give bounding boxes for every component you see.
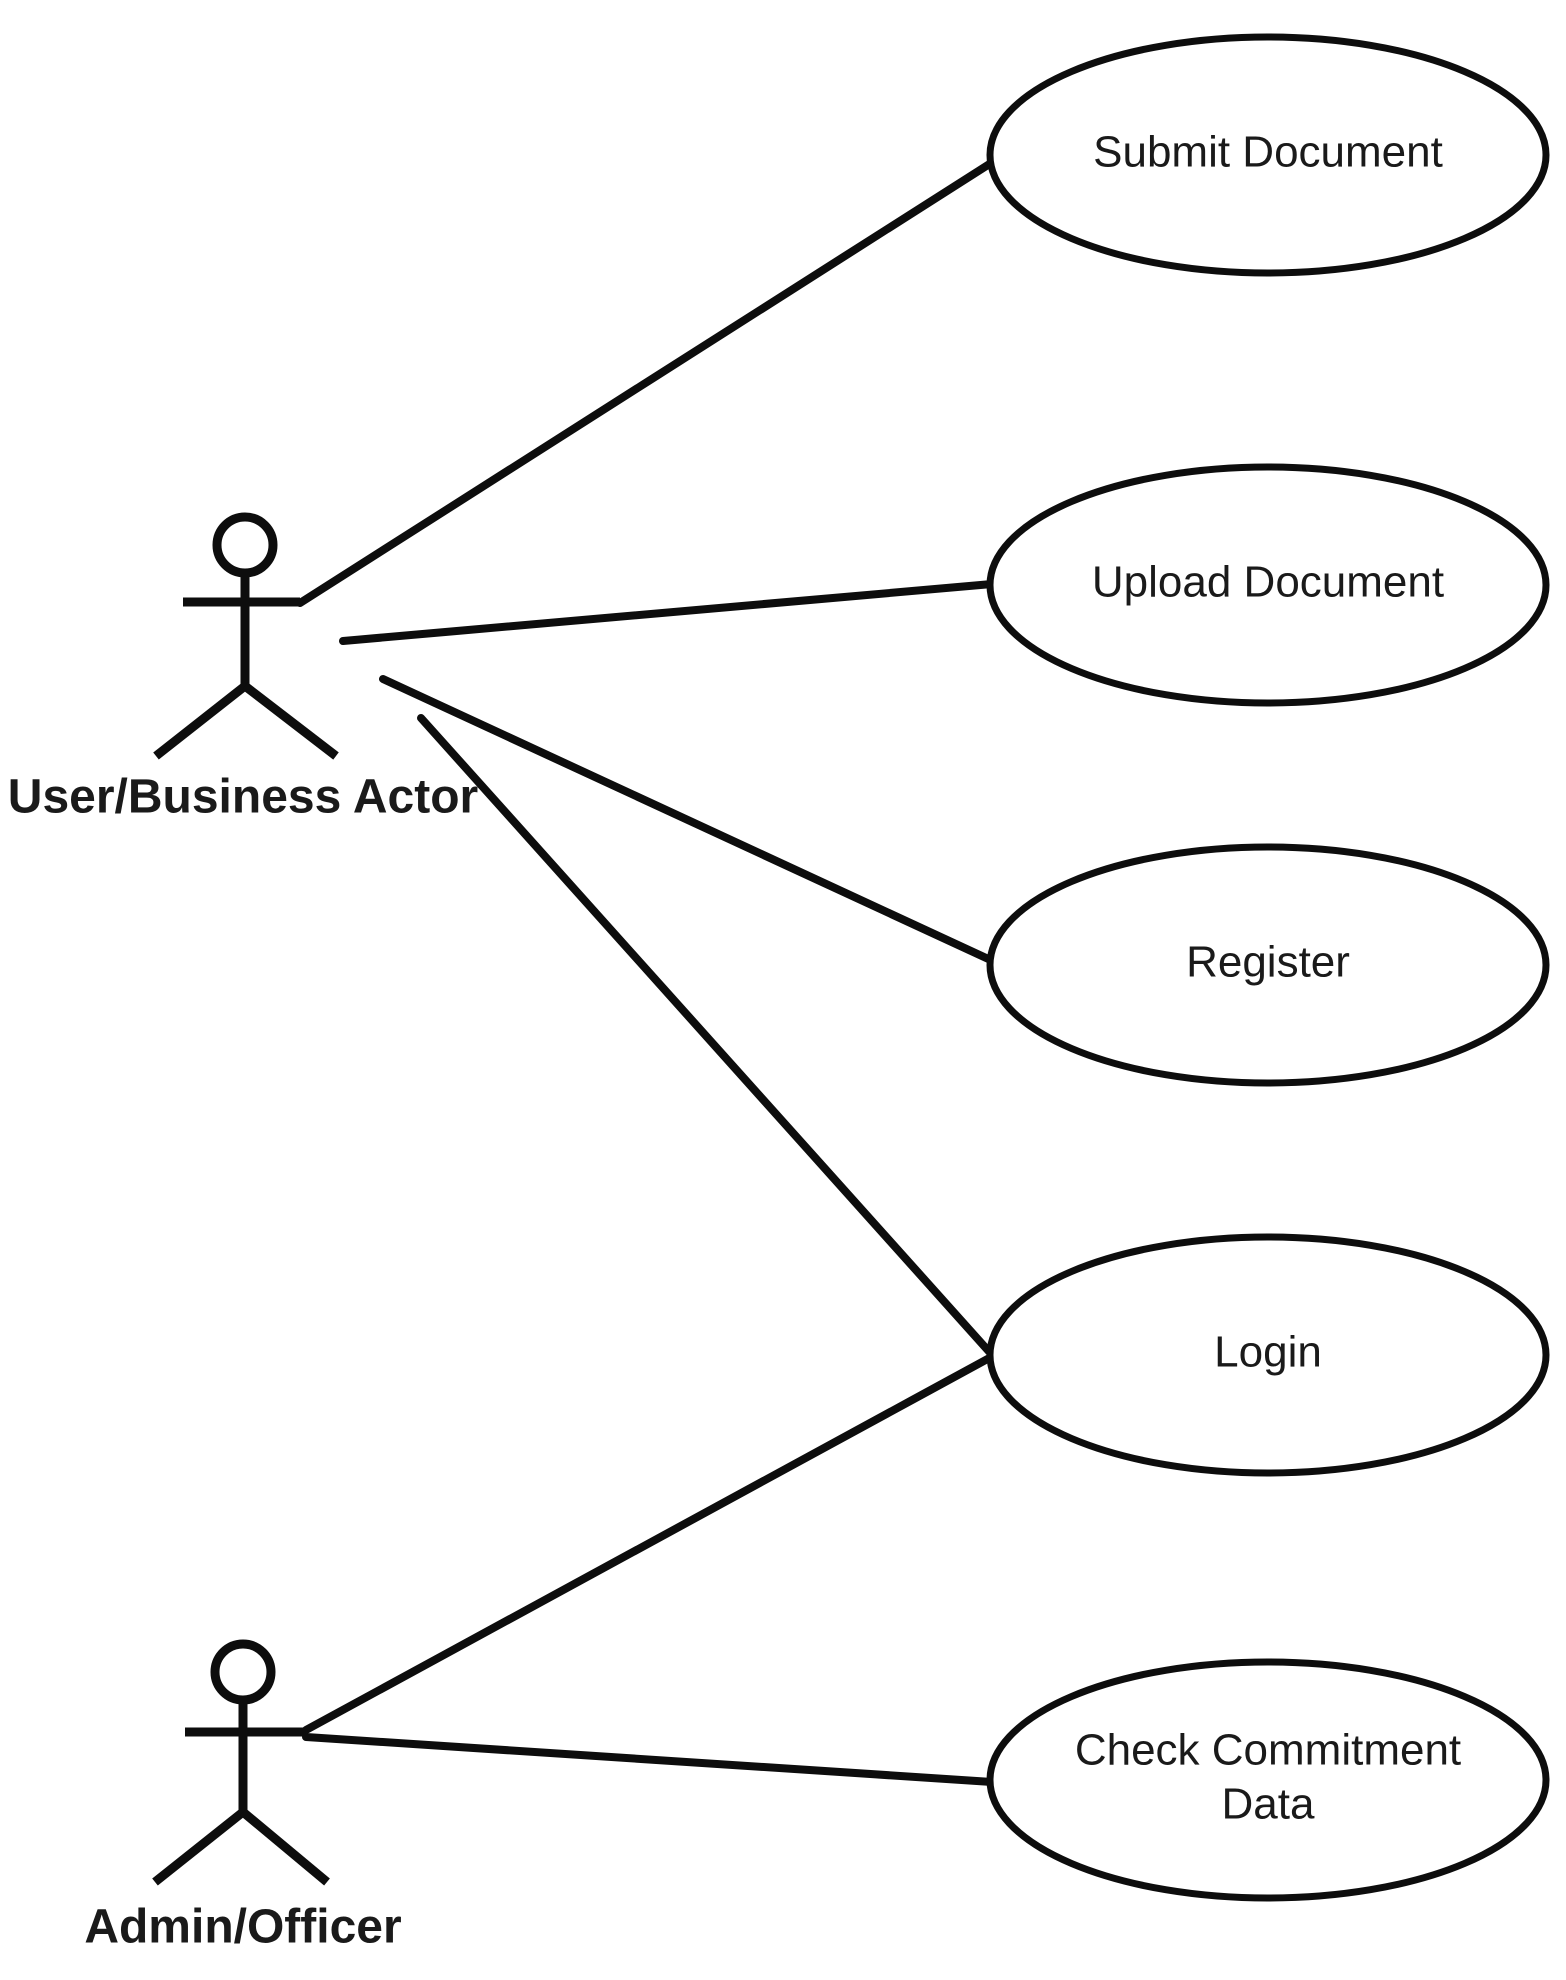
association-lines-group: [296, 152, 1006, 1786]
use-case-ellipse-submit-document[interactable]: [986, 33, 1550, 277]
actor-head-icon-user-business-actor: [212, 512, 278, 578]
use-case-label-upload-document: Upload Document: [1092, 558, 1444, 607]
association-line-user-to-login: [417, 714, 997, 1360]
use-case-ellipse-login[interactable]: [986, 1233, 1550, 1477]
association-line-user-to-register: [379, 675, 1001, 967]
actor-user-business-actor[interactable]: User/Business Actor: [8, 512, 478, 824]
actor-head-icon-admin-officer-actor: [210, 1639, 276, 1705]
actor-admin-officer-actor[interactable]: Admin/Officer: [84, 1639, 402, 1954]
actor-left-leg-admin-officer-actor: [152, 1808, 246, 1886]
actor-right-leg-user-business-actor: [242, 682, 339, 760]
use-case-label-submit-document: Submit Document: [1093, 128, 1443, 177]
actor-right-leg-admin-officer-actor: [240, 1808, 330, 1886]
use-case-ellipse-register[interactable]: [986, 843, 1550, 1087]
association-line-admin-to-check-commitment-data: [302, 1733, 996, 1786]
use-case-ellipse-upload-document[interactable]: [986, 463, 1550, 707]
use-case-ellipse-check-commitment-data[interactable]: [986, 1658, 1550, 1902]
use-case-upload-document[interactable]: Upload Document: [986, 463, 1550, 707]
use-case-label-register: Register: [1186, 938, 1350, 987]
use-case-submit-document[interactable]: Submit Document: [986, 33, 1550, 277]
association-line-user-to-submit-document: [296, 152, 1006, 607]
association-line-admin-to-login: [302, 1352, 997, 1734]
use-case-register[interactable]: Register: [986, 843, 1550, 1087]
association-line-user-to-upload-document: [339, 580, 996, 645]
actor-label-user-business-actor: User/Business Actor: [8, 771, 478, 824]
use-case-label-check-commitment-data: Check Commitment: [1075, 1726, 1461, 1775]
actor-label-admin-officer-actor: Admin/Officer: [84, 1901, 401, 1954]
actor-left-leg-user-business-actor: [153, 682, 248, 760]
use-case-label-login: Login: [1214, 1328, 1322, 1377]
use-case-label-check-commitment-data: Data: [1222, 1780, 1315, 1829]
use-case-login[interactable]: Login: [986, 1233, 1550, 1477]
